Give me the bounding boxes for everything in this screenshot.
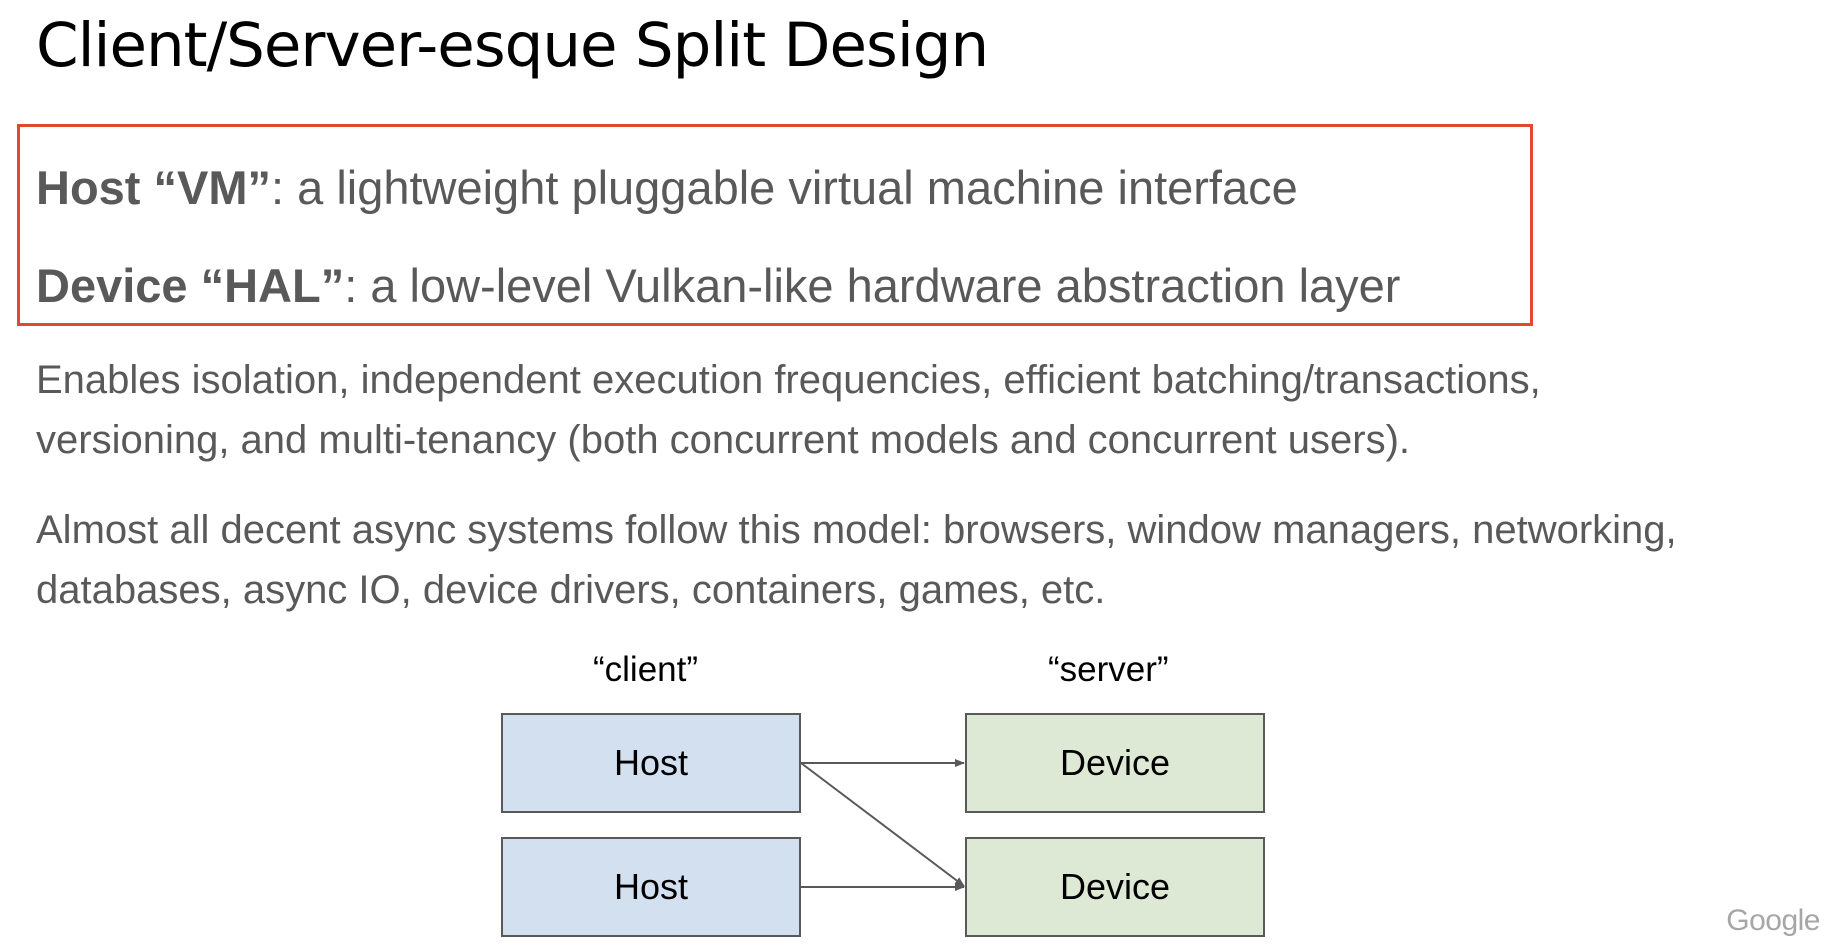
- host-node-2: Host: [501, 837, 801, 937]
- google-logo: Google: [1726, 904, 1820, 937]
- host-vm-term: Host “VM”: [36, 161, 271, 214]
- host-vm-description: : a lightweight pluggable virtual machin…: [271, 161, 1298, 214]
- client-label: “client”: [593, 650, 699, 689]
- device-node-2: Device: [965, 837, 1265, 937]
- host-node-1: Host: [501, 713, 801, 813]
- paragraph-line: Almost all decent async systems follow t…: [36, 508, 1677, 552]
- paragraph-line: Enables isolation, independent execution…: [36, 358, 1541, 402]
- edge-host1-device2: [800, 762, 965, 887]
- paragraph-line: databases, async IO, device drivers, con…: [36, 568, 1106, 612]
- device-hal-line: Device “HAL”: a low-level Vulkan-like ha…: [36, 258, 1400, 313]
- highlight-callout-box: [17, 124, 1533, 326]
- paragraph-isolation: Enables isolation, independent execution…: [36, 350, 1541, 470]
- server-label: “server”: [1048, 650, 1169, 689]
- host-vm-line: Host “VM”: a lightweight pluggable virtu…: [36, 160, 1298, 215]
- device-hal-description: : a low-level Vulkan-like hardware abstr…: [344, 259, 1401, 312]
- device-node-1: Device: [965, 713, 1265, 813]
- slide-title: Client/Server-esque Split Design: [36, 10, 989, 81]
- paragraph-async-systems: Almost all decent async systems follow t…: [36, 500, 1677, 620]
- paragraph-line: versioning, and multi-tenancy (both conc…: [36, 418, 1411, 462]
- device-hal-term: Device “HAL”: [36, 259, 345, 312]
